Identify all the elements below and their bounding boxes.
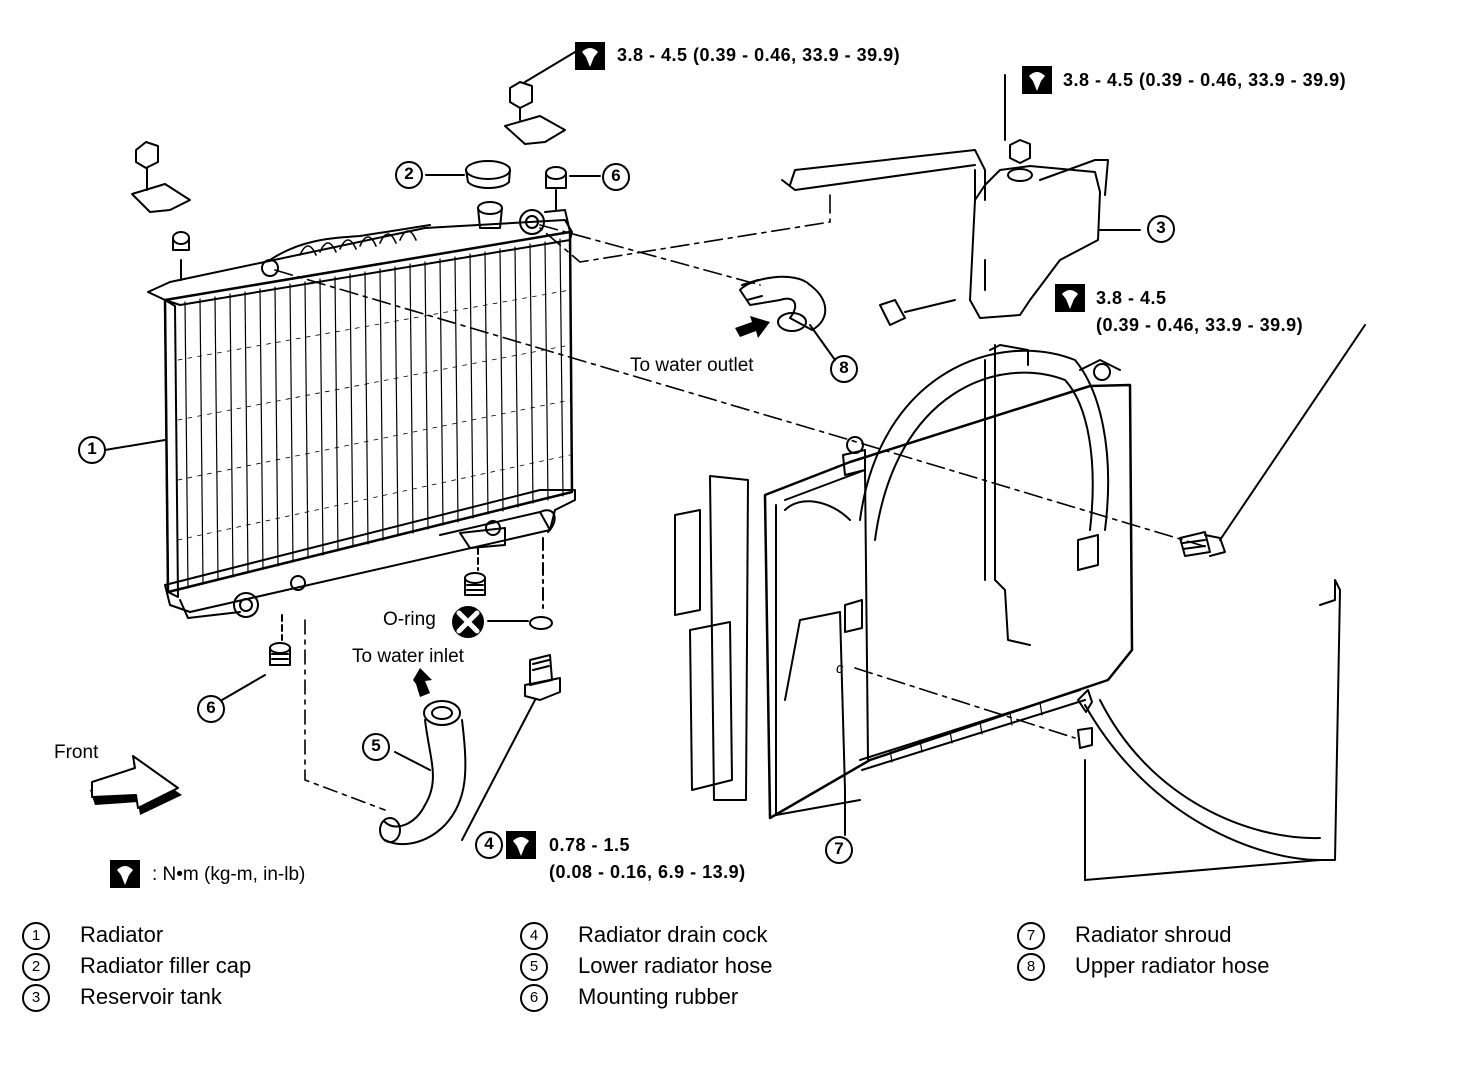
- filler-cap-drawing: [465, 160, 511, 189]
- shroud-bolt-drawing: [1179, 531, 1226, 557]
- mounting-rubber-drawing: [269, 642, 291, 666]
- callout-8: 8: [839, 358, 849, 377]
- torque-wrench-icon: [110, 42, 1085, 888]
- front-arrow-icon: [90, 755, 182, 815]
- callout-1: 1: [87, 439, 97, 458]
- callout-4: 4: [484, 834, 494, 853]
- to-water-inlet-label: To water inlet: [352, 646, 464, 667]
- legend-number: 6: [520, 984, 548, 1012]
- flow-arrow-icon: [735, 316, 770, 338]
- shroud-c-mark: c: [836, 660, 844, 677]
- legend-label: Radiator: [80, 922, 164, 947]
- torque-spec-right-line1: 3.8 - 4.5: [1096, 288, 1167, 308]
- callout-3: 3: [1156, 218, 1166, 237]
- legend-number: 2: [22, 953, 50, 981]
- callout-6-top: 6: [611, 166, 621, 185]
- torque-unit-key: : N•m (kg-m, in-lb): [152, 864, 306, 885]
- callout-2: 2: [404, 164, 414, 183]
- to-water-outlet-label: To water outlet: [630, 355, 754, 376]
- legend-label: Radiator filler cap: [80, 953, 252, 978]
- torque-spec-drain-line2: (0.08 - 0.16, 6.9 - 13.9): [549, 862, 746, 882]
- left-bracket-drawing: [131, 141, 191, 281]
- front-label: Front: [54, 742, 99, 763]
- legend-label: Mounting rubber: [578, 984, 739, 1009]
- callout-5: 5: [371, 736, 381, 755]
- legend-number: 5: [520, 953, 548, 981]
- legend-label: Upper radiator hose: [1075, 953, 1270, 978]
- torque-spec-top-right: 3.8 - 4.5 (0.39 - 0.46, 33.9 - 39.9): [1063, 70, 1347, 90]
- legend-number: 3: [22, 984, 50, 1012]
- legend-number: 4: [520, 922, 548, 950]
- o-ring-replace-icon: [452, 606, 484, 638]
- legend-label: Radiator shroud: [1075, 922, 1232, 947]
- legend-label: Reservoir tank: [80, 984, 222, 1009]
- radiator-shroud-drawing: [674, 344, 1134, 820]
- center-rubber-drawing: [464, 572, 486, 596]
- legend-number: 1: [22, 922, 50, 950]
- torque-spec-drain-line1: 0.78 - 1.5: [549, 835, 631, 855]
- fan-ring-drawing: [1077, 579, 1341, 881]
- reservoir-tank-drawing: [969, 74, 1141, 319]
- legend-number: 7: [1017, 922, 1045, 950]
- legend-number: 8: [1017, 953, 1045, 981]
- callout-6-bottom: 6: [206, 698, 216, 717]
- drain-cock-drawing: [524, 654, 561, 701]
- o-ring-label: O-ring: [383, 609, 436, 630]
- center-bracket-drawing: [504, 81, 567, 211]
- radiator-drawing: [147, 201, 576, 619]
- legend-label: Lower radiator hose: [578, 953, 773, 978]
- lower-hose-drawing: [379, 700, 467, 846]
- torque-spec-right-line2: (0.39 - 0.46, 33.9 - 39.9): [1096, 315, 1304, 335]
- torque-spec-top-center: 3.8 - 4.5 (0.39 - 0.46, 33.9 - 39.9): [617, 45, 901, 65]
- legend-label: Radiator drain cock: [578, 922, 768, 947]
- callout-7: 7: [834, 839, 844, 858]
